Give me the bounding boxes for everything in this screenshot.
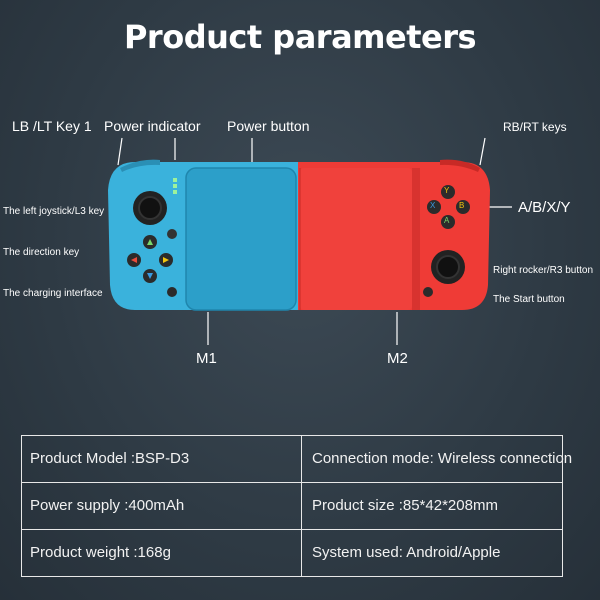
spec-connection: Connection mode: Wireless connection — [312, 450, 573, 467]
table-divider — [301, 436, 302, 576]
label-charging: The charging interface — [3, 288, 103, 299]
a-button-label: A — [444, 216, 450, 225]
label-start-button: The Start button — [493, 294, 565, 305]
label-power-button: Power button — [227, 118, 310, 134]
label-m2: M2 — [387, 350, 408, 367]
x-button-label: X — [430, 201, 436, 210]
table-row: Power supply :400mAh Product size :85*42… — [22, 483, 562, 530]
label-rb-rt: RB/RT keys — [503, 120, 567, 134]
label-abxy: A/B/X/Y — [518, 199, 571, 216]
table-row: Product weight :168g System used: Androi… — [22, 530, 562, 576]
label-right-rocker: Right rocker/R3 button — [493, 265, 594, 276]
label-power-indicator: Power indicator — [104, 118, 201, 134]
b-button-label: B — [459, 201, 465, 210]
table-row: Product Model :BSP-D3 Connection mode: W… — [22, 436, 572, 483]
spec-power-supply: Power supply :400mAh — [30, 497, 185, 514]
spec-model: Product Model :BSP-D3 — [30, 450, 190, 467]
y-button-label: Y — [444, 186, 450, 195]
label-lb-lt: LB /LT Key 1 — [12, 118, 92, 134]
label-direction-key: The direction key — [3, 247, 80, 258]
label-m1: M1 — [196, 350, 217, 367]
spec-size: Product size :85*42*208mm — [312, 497, 498, 514]
spec-weight: Product weight :168g — [30, 544, 171, 561]
label-left-joystick: The left joystick/L3 key — [3, 206, 105, 217]
page-title: Product parameters — [123, 18, 477, 56]
spec-system: System used: Android/Apple — [312, 544, 501, 561]
spec-table: Product Model :BSP-D3 Connection mode: W… — [21, 435, 572, 577]
